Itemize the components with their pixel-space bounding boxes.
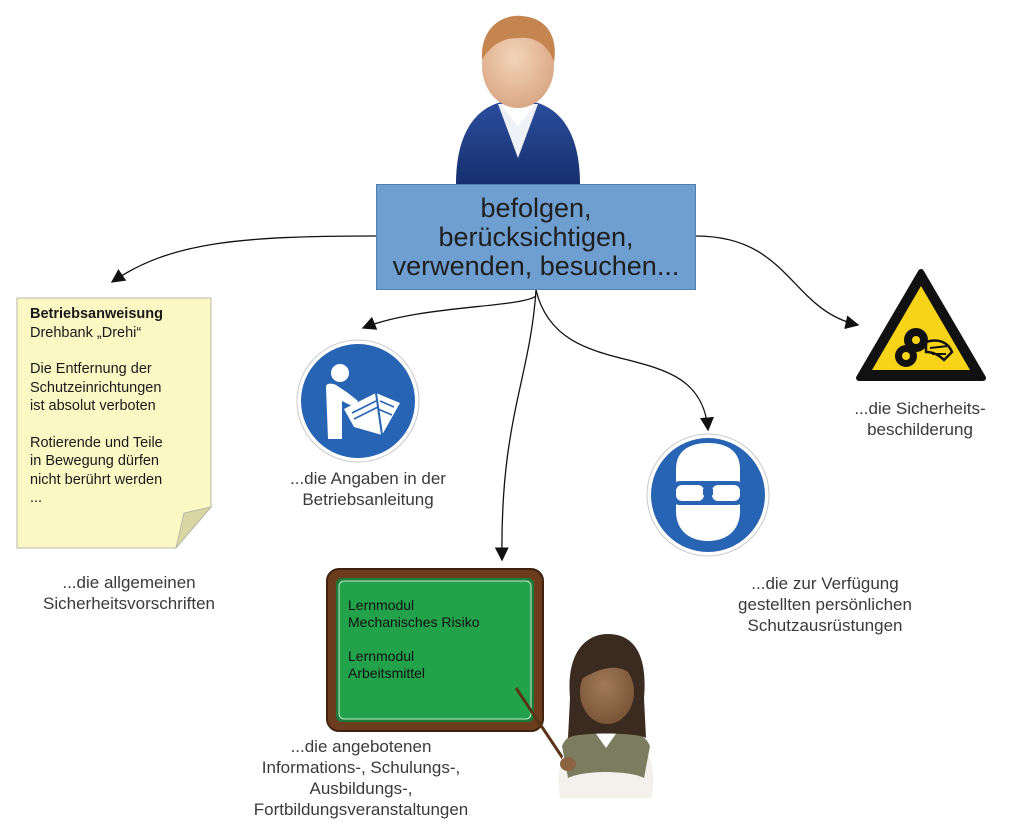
person-icon [456, 15, 580, 184]
caption-rules: ...die allgemeinen Sicherheitsvorschrift… [0, 572, 258, 614]
caption-manual-line: ...die Angaben in der [290, 469, 446, 488]
board-line-3: Lernmodul [348, 648, 415, 664]
caption-ppe-line: gestellten persönlichen [738, 595, 912, 614]
arrow-to-signage [695, 235, 860, 330]
note-para2-line: nicht berührt werden [30, 471, 163, 488]
caption-signage-line: beschilderung [867, 420, 973, 439]
note-para1-line: ist absolut verboten [30, 398, 156, 414]
arrow-to-rules [110, 235, 377, 283]
note-para2-line: Rotierende und Teile [30, 434, 163, 451]
caption-manual: ...die Angaben in der Betriebsanleitung [258, 468, 478, 510]
caption-ppe-line: Schutzausrüstungen [747, 616, 903, 635]
caption-signage: ...die Sicherheits- beschilderung [820, 398, 1020, 440]
safety-goggles-icon [646, 433, 770, 557]
note-para2-line: in Bewegung dürfen [30, 453, 159, 469]
board-line-2: Mechanisches Risiko [348, 614, 480, 630]
note-para1-line: Schutzeinrichtungen [30, 379, 162, 396]
teacher-icon [514, 634, 654, 798]
caption-training-line: Fortbildungsveranstaltungen [253, 800, 469, 819]
center-box-line-1: befolgen, [480, 192, 592, 223]
caption-ppe-line: ...die zur Verfügung [751, 574, 899, 593]
read-manual-icon [296, 339, 420, 463]
caption-training-line: Ausbildungs-, [309, 779, 413, 798]
crush-hazard-warning-icon [856, 269, 986, 381]
operating-instruction-note [16, 297, 212, 549]
caption-rules-line: Sicherheitsvorschriften [43, 594, 215, 613]
caption-training-line: Informations-, Schulungs-, [261, 758, 461, 777]
note-text: Betriebsanweisung Drehbank „Drehi“ Die E… [30, 305, 205, 508]
chalkboard [326, 568, 544, 732]
center-box-line-2: berücksichtigen, [438, 221, 634, 252]
board-line-4: Arbeitsmittel [348, 665, 426, 681]
note-para1-line: Die Entfernung der [30, 361, 152, 377]
center-box-line-3: verwenden, besuchen... [392, 250, 680, 281]
center-action-box: befolgen, berücksichtigen, verwenden, be… [376, 184, 696, 290]
caption-training: ...die angebotenen Informations-, Schulu… [216, 736, 506, 820]
caption-signage-line: ...die Sicherheits- [854, 399, 986, 418]
board-line-1: Lernmodul [348, 597, 415, 613]
note-subtitle: Drehbank „Drehi“ [30, 324, 142, 341]
arrow-to-ppe [535, 289, 714, 432]
caption-ppe: ...die zur Verfügung gestellten persönli… [690, 573, 960, 636]
arrow-to-manual [361, 295, 537, 330]
caption-training-line: ...die angebotenen [290, 737, 432, 756]
caption-rules-line: ...die allgemeinen [62, 573, 196, 592]
arrow-to-training [494, 289, 537, 562]
chalkboard-text: Lernmodul Mechanisches Risiko Lernmodul … [348, 597, 528, 682]
note-ellipsis: ... [30, 490, 43, 506]
caption-manual-line: Betriebsanleitung [302, 490, 434, 509]
note-title: Betriebsanweisung [30, 306, 163, 322]
